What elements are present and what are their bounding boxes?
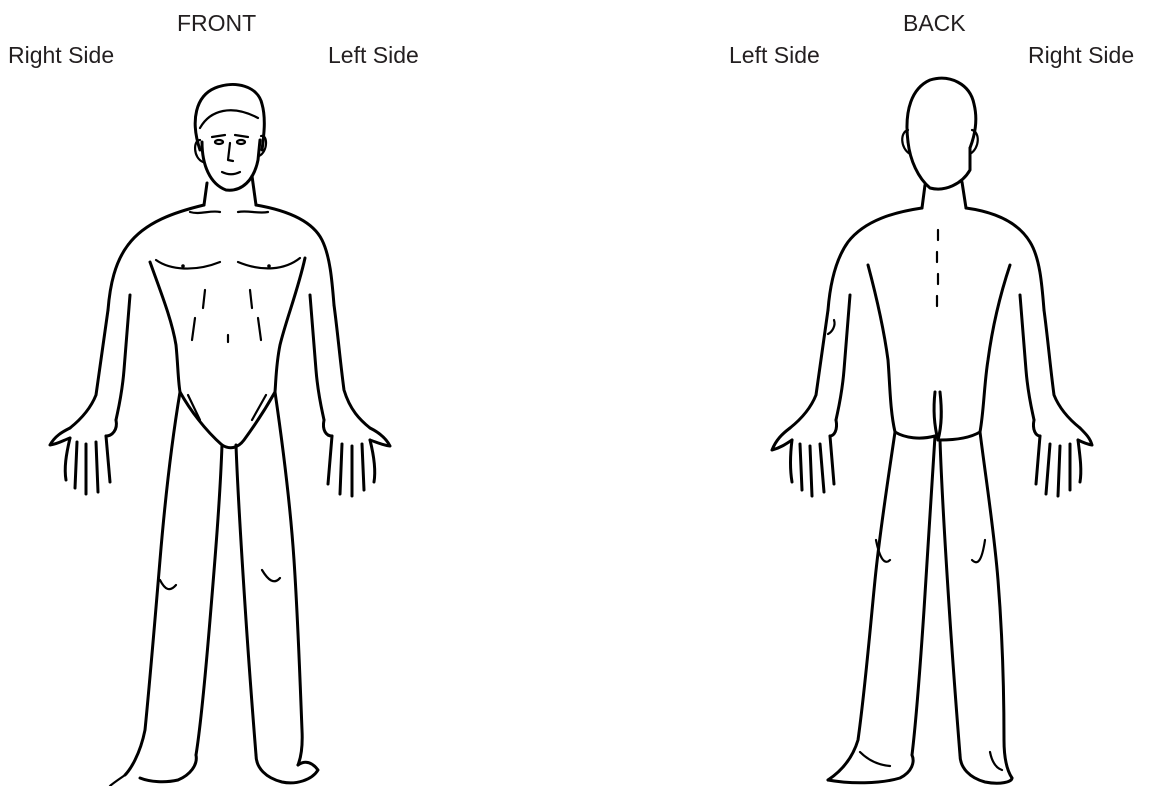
back-right-arm [1020, 295, 1092, 496]
back-left-arm [772, 295, 850, 496]
back-legs [828, 432, 1012, 783]
back-neck-torso [828, 182, 1044, 440]
back-head [902, 78, 978, 189]
